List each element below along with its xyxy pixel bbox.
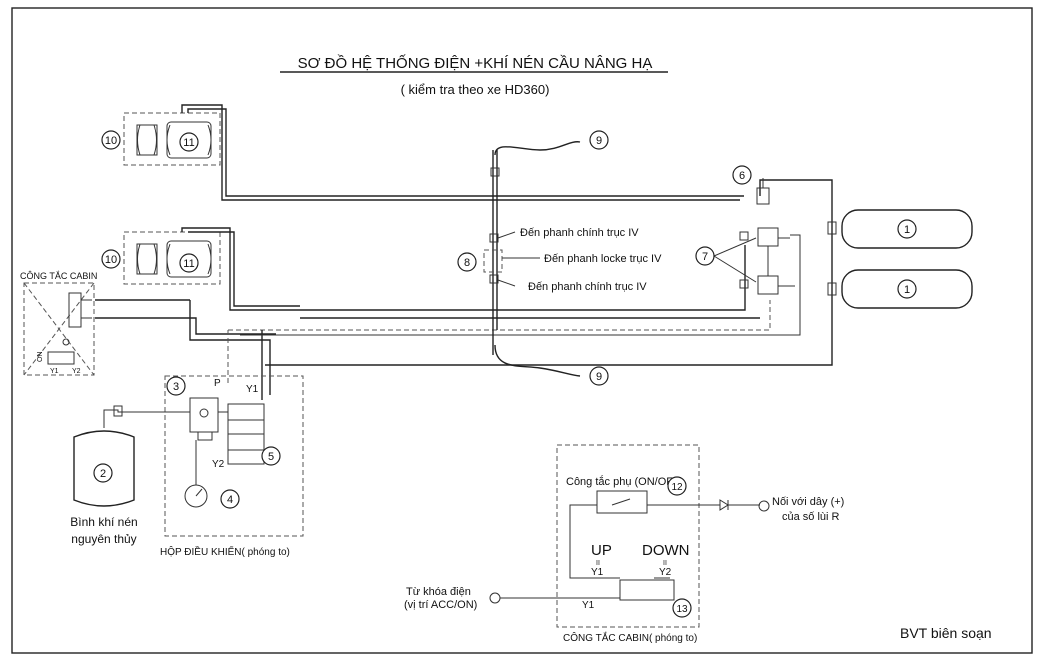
valves-7 (713, 178, 795, 295)
callout-1-lower (897, 279, 917, 299)
callout-9-bottom-label: 9 (596, 371, 602, 383)
cabin-switch-zoom (489, 444, 770, 628)
label-down: DOWN (642, 542, 690, 559)
label-y1-box: Y1 (246, 384, 259, 395)
callout-1-upper-label: 1 (904, 224, 910, 236)
callout-10-upper-label: 10 (105, 135, 117, 147)
diagram-title: SƠ ĐỒ HỆ THỐNG ĐIỆN +KHÍ NÉN CẦU NÂNG HẠ (298, 54, 653, 72)
label-tu-khoa-dien-2: (vị trí ACC/ON) (404, 599, 477, 611)
callout-11-lower-label: 11 (183, 258, 194, 270)
label-tu-khoa-dien-1: Từ khóa điện (406, 586, 471, 598)
label-y1-zoom: Y1 (582, 600, 595, 611)
air-tanks (827, 209, 973, 309)
lower-air-bellows-group (123, 231, 221, 285)
label-cong-tac-cabin-small: CÔNG TẮC CABIN (20, 271, 97, 281)
label-binh-khi-nen-1: Bình khí nén (70, 515, 137, 529)
label-up: UP (591, 542, 612, 559)
label-y2-box: Y2 (212, 459, 225, 470)
label-p: P (214, 378, 221, 389)
callout-3 (166, 376, 186, 396)
upper-air-bellows-group (123, 112, 221, 166)
label-den-phanh-locke: Đến phanh locke trục IV (544, 253, 662, 265)
label-noi-voi-day-2: của số lùi R (782, 511, 840, 523)
callout-10-lower-label: 10 (105, 254, 117, 266)
callout-5 (261, 446, 281, 466)
air-lines (95, 104, 833, 400)
valve-block-8 (483, 231, 540, 287)
cabin-switch-small (23, 282, 95, 376)
callout-7-label: 7 (702, 251, 708, 263)
callout-11-upper-label: 11 (183, 137, 194, 149)
callout-11-upper (179, 132, 199, 152)
label-cong-tac-cabin-zoom: CÔNG TẮC CABIN( phóng to) (563, 631, 697, 644)
callout-8-label: 8 (464, 257, 470, 269)
label-y2-small: Y2 (72, 368, 81, 375)
callout-3-label: 3 (173, 381, 179, 393)
callout-11-lower (179, 253, 199, 273)
callout-1-lower-label: 1 (904, 284, 910, 296)
hose-top (490, 141, 581, 177)
callout-9-top (589, 130, 609, 150)
label-den-phanh-chinh-2: Đến phanh chính trục IV (528, 281, 647, 293)
label-down-y2: Y2 (659, 567, 672, 578)
label-down-equal: II (663, 560, 667, 567)
callout-4 (220, 489, 240, 509)
callout-8 (457, 252, 477, 272)
callout-10-upper (101, 130, 121, 150)
callout-9-top-label: 9 (596, 135, 602, 147)
original-air-tank (73, 405, 190, 507)
label-on-small: ON (37, 352, 44, 363)
callout-13 (672, 598, 692, 618)
label-noi-voi-day-1: Nối với dây (+) (772, 496, 844, 508)
callout-7 (695, 246, 715, 266)
callout-4-label: 4 (227, 494, 233, 506)
callout-2 (93, 463, 113, 483)
callout-10-lower (101, 249, 121, 269)
hose-bottom (494, 344, 581, 377)
label-y1-small: Y1 (50, 368, 59, 375)
label-binh-khi-nen-2: nguyên thủy (71, 532, 136, 546)
label-den-phanh-chinh-1: Đến phanh chính trục IV (520, 227, 639, 239)
label-up-y1: Y1 (591, 567, 604, 578)
callout-12 (667, 476, 687, 496)
drawing-frame (11, 7, 1033, 654)
callout-5-label: 5 (268, 451, 274, 463)
diagram-subtitle: ( kiểm tra theo xe HD360) (401, 82, 550, 97)
callout-2-label: 2 (100, 468, 106, 480)
callout-9-bottom (589, 366, 609, 386)
callout-1-upper (897, 219, 917, 239)
callout-6 (732, 165, 752, 185)
author-label: BVT biên soạn (900, 625, 992, 641)
label-cong-tac-phu: Công tắc phụ (ON/OFF) (566, 475, 683, 488)
label-hop-dieu-khien: HỘP ĐIỀU KHIỂN( phóng to) (160, 545, 290, 558)
callout-12-label: 12 (671, 482, 683, 493)
control-box (164, 375, 304, 537)
label-up-equal: II (596, 560, 600, 567)
callout-6-label: 6 (739, 170, 745, 182)
callout-13-label: 13 (676, 604, 688, 615)
